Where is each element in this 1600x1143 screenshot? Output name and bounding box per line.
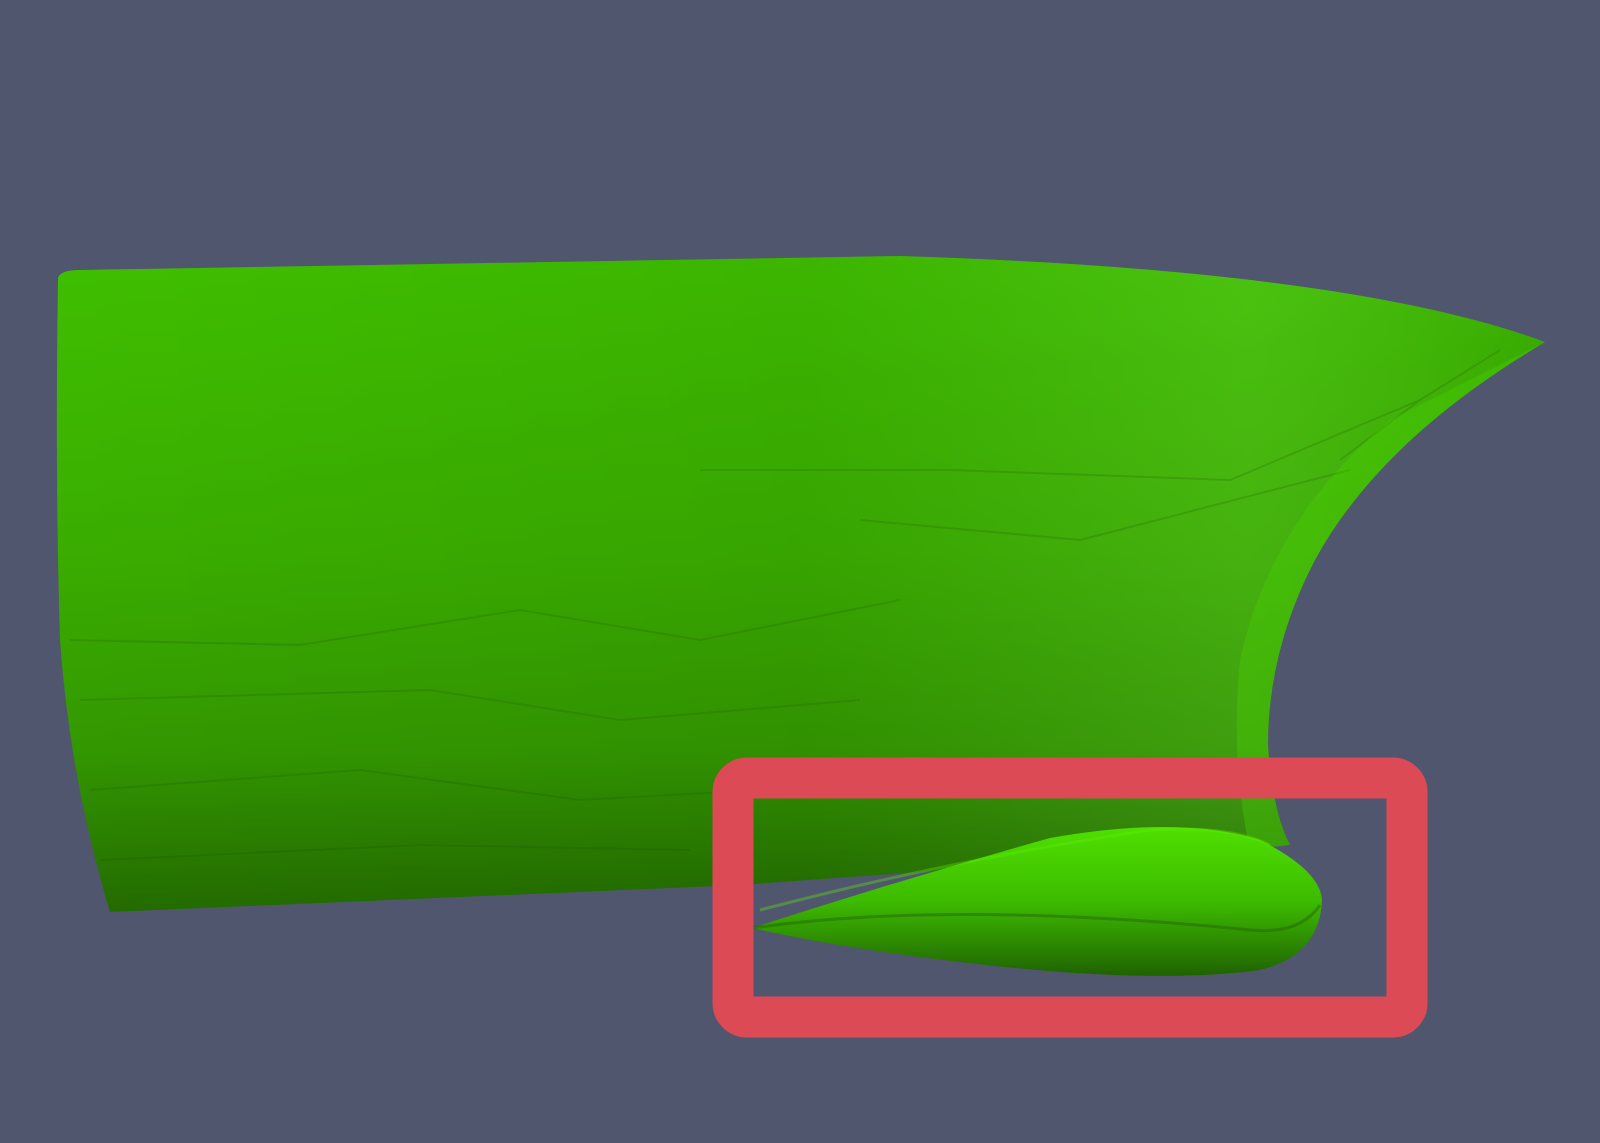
highlight-box: [712, 757, 1428, 1038]
hull-facets: [69, 349, 1501, 861]
bulbous-bow: [752, 826, 1322, 976]
stem-highlight: [1236, 342, 1545, 850]
